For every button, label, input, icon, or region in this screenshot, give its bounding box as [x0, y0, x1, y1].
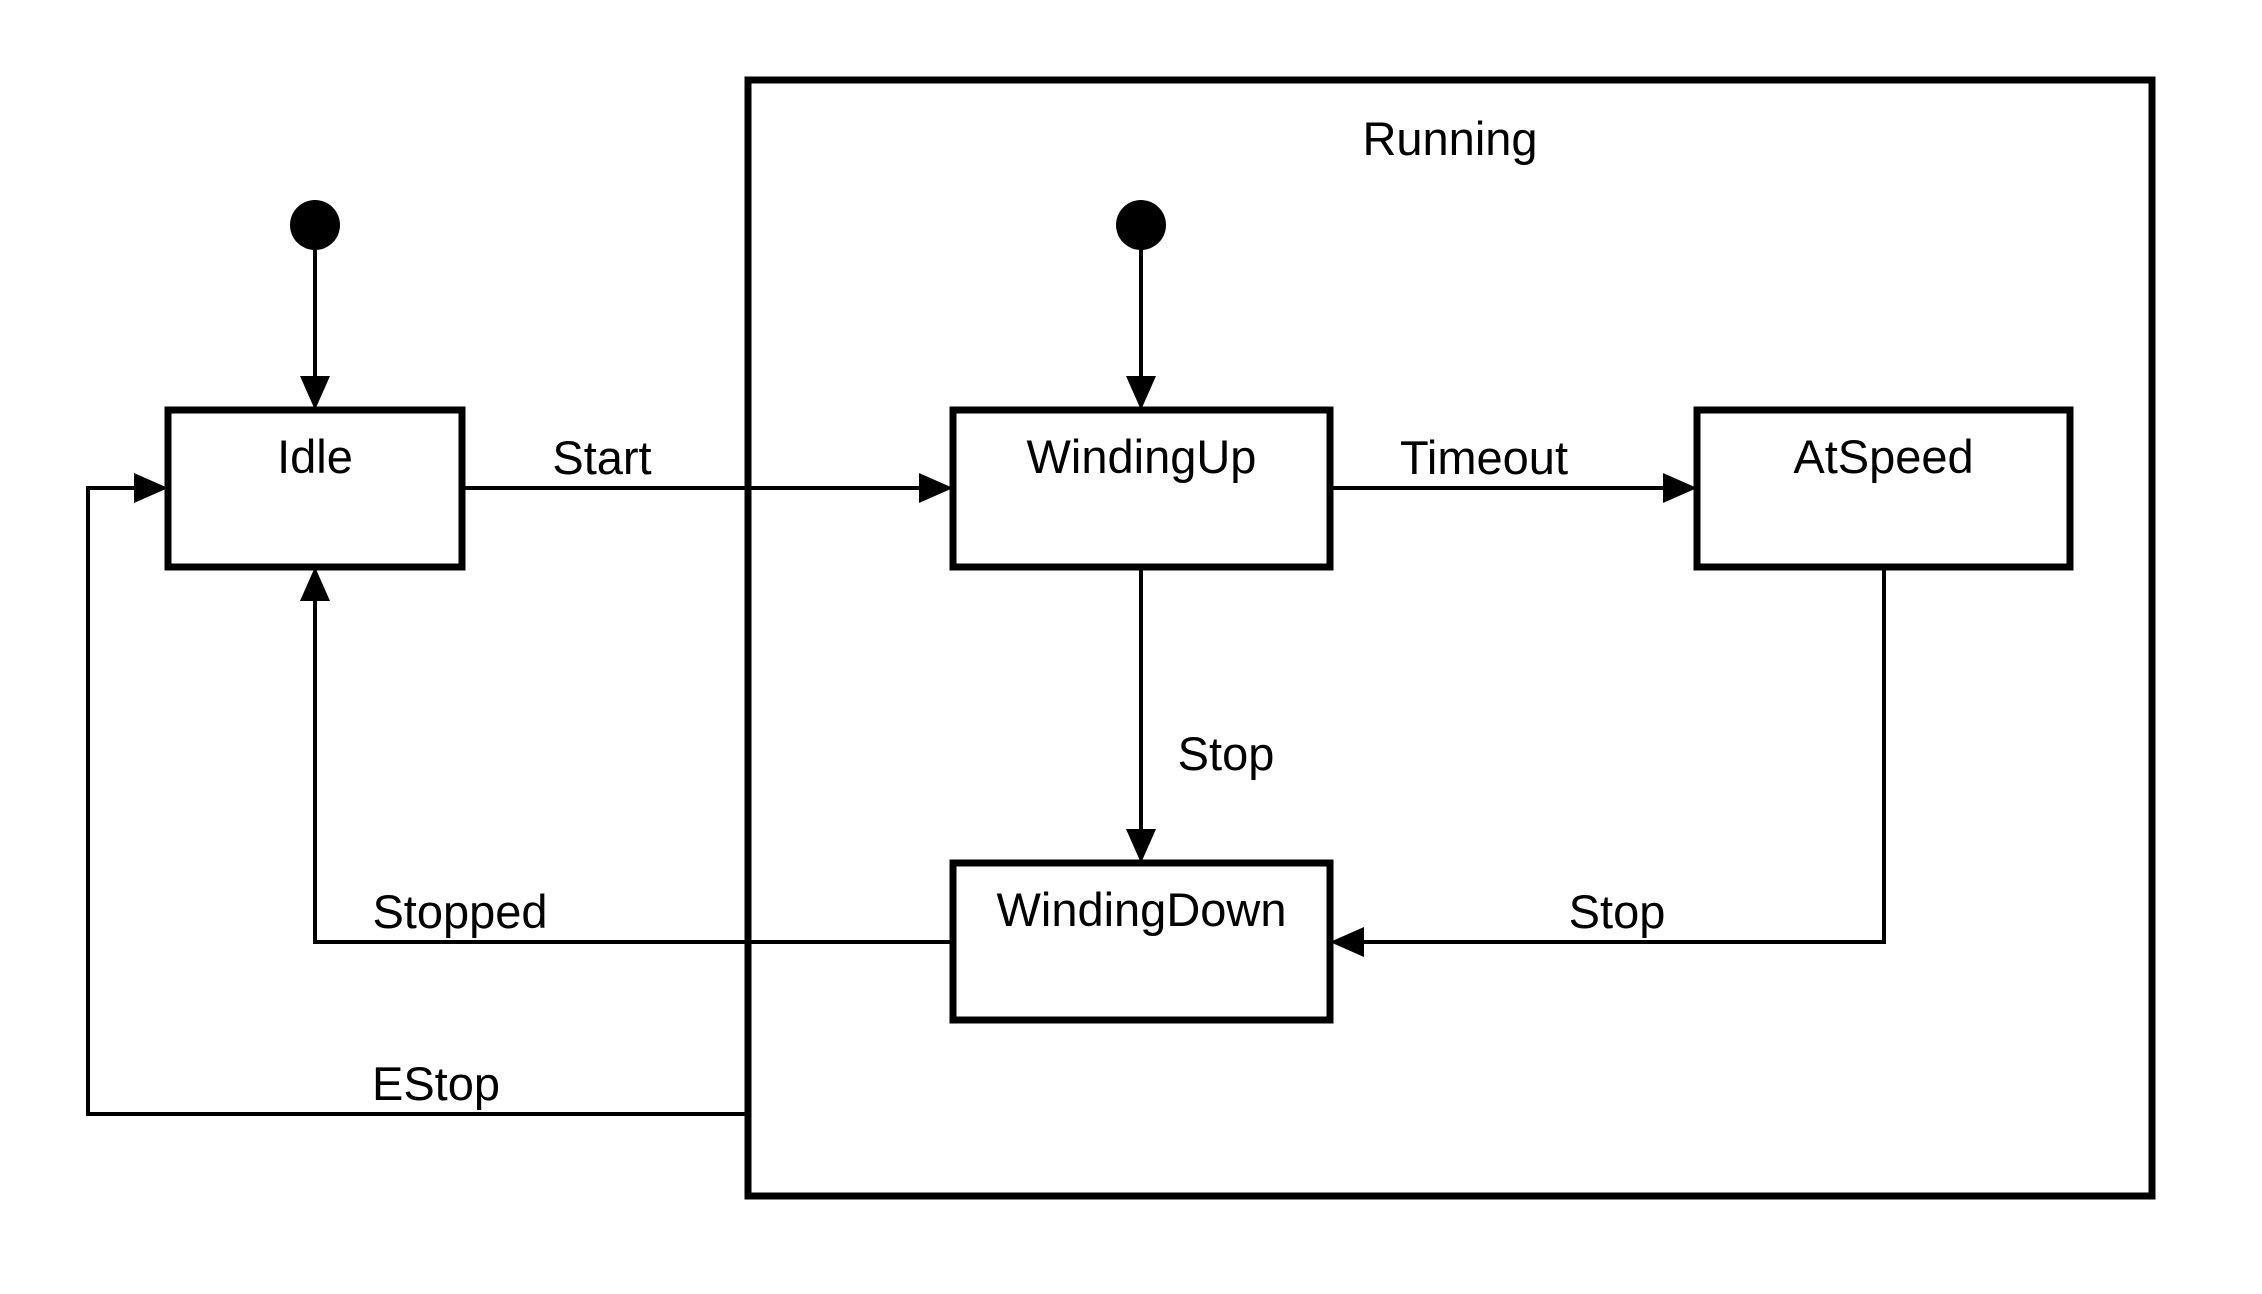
transition-arrowhead	[134, 473, 168, 503]
transition-label-windingup-to-windingdown: Stop	[1178, 727, 1275, 780]
transition-arrowhead	[300, 376, 330, 410]
state-box-windingdown[interactable]	[949, 859, 1334, 1024]
transition-line-atspeed-to-windingdown	[1340, 567, 1886, 944]
transition-label-atspeed-to-windingdown: Stop	[1569, 885, 1666, 938]
transition-label-windingdown-to-idle: Stopped	[372, 885, 547, 938]
transition-init-to-idle[interactable]	[300, 250, 330, 410]
composite-state-running: Running	[744, 76, 2156, 1200]
state-box-idle[interactable]	[164, 406, 466, 571]
state-label-idle: Idle	[277, 430, 353, 483]
state-box-atspeed[interactable]	[1693, 406, 2074, 571]
state-label-windingup: WindingUp	[1027, 430, 1257, 483]
state-windingdown[interactable]: WindingDown	[949, 859, 1334, 1024]
state-label-windingdown: WindingDown	[997, 883, 1287, 936]
transition-arrowhead	[1663, 473, 1697, 503]
transition-label-windingup-to-atspeed: Timeout	[1400, 431, 1568, 484]
composite-state-border-running	[744, 76, 2156, 1200]
transition-label-running-to-idle-estop: EStop	[372, 1057, 500, 1110]
transition-windingdown-to-idle[interactable]: Stopped	[300, 567, 953, 944]
transition-windingup-to-atspeed[interactable]: Timeout	[1330, 431, 1697, 503]
transition-windingup-to-windingdown[interactable]: Stop	[1126, 567, 1274, 863]
transition-idle-to-windingup[interactable]: Start	[462, 431, 953, 503]
initial-state-init-top	[290, 200, 340, 250]
transition-atspeed-to-windingdown[interactable]: Stop	[1330, 567, 1886, 957]
transition-arrowhead	[300, 567, 330, 601]
state-windingup[interactable]: WindingUp	[949, 406, 1334, 571]
transition-arrowhead	[1126, 376, 1156, 410]
transition-arrowhead	[1126, 829, 1156, 863]
state-atspeed[interactable]: AtSpeed	[1693, 406, 2074, 571]
transition-arrowhead	[919, 473, 953, 503]
initial-state-init-running	[1116, 200, 1166, 250]
state-box-windingup[interactable]	[949, 406, 1334, 571]
state-idle[interactable]: Idle	[164, 406, 466, 571]
transition-running-to-idle-estop[interactable]: EStop	[86, 473, 748, 1116]
transition-arrowhead	[1330, 927, 1364, 957]
transition-line-windingdown-to-idle	[313, 577, 953, 944]
transition-init-to-windingup[interactable]	[1126, 250, 1156, 410]
transition-line-running-to-idle-estop	[86, 486, 748, 1116]
composite-state-label-running: Running	[1362, 112, 1537, 165]
state-label-atspeed: AtSpeed	[1793, 430, 1973, 483]
transition-label-idle-to-windingup: Start	[552, 431, 651, 484]
